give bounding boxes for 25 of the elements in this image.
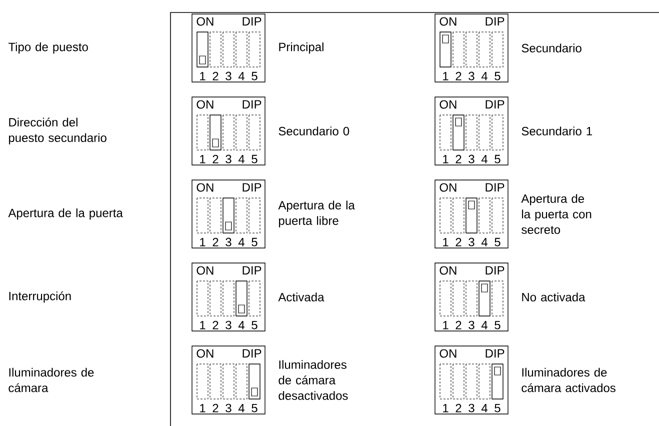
dip-switch: ON DIP 1 2 3 4 5: [434, 96, 508, 166]
setting-label: Secundario 1: [522, 126, 592, 136]
row-label: Iluminadores de cámara: [8, 368, 94, 392]
setting-label: Secundario: [522, 44, 582, 52]
dip-switch: ON DIP 1 2 3 4 5: [434, 14, 508, 82]
setting-label: Activada: [278, 292, 324, 302]
dip-switch: ON DIP 1 2 3 4 5: [192, 262, 266, 332]
setting-label: No activada: [522, 292, 586, 302]
row-label: Tipo de puesto: [8, 42, 88, 54]
row-label: Dirección del puesto secundario: [8, 118, 106, 144]
setting-label: Principal: [279, 42, 324, 54]
row-label: Apertura de la puerta: [8, 208, 123, 220]
setting-label: Secundario 0: [278, 126, 350, 136]
setting-label: Iluminadores de cámara desactivados: [278, 360, 348, 400]
setting-label: Apertura de la puerta con secreto: [521, 194, 592, 234]
setting-label: Apertura de la puerta libre: [278, 200, 355, 228]
dip-switch: ON DIP 1 2 3 4 5: [192, 14, 266, 82]
setting-label: Iluminadores de cámara activados: [522, 368, 616, 392]
dip-switch: ON DIP 1 2 3 4 5: [192, 96, 266, 166]
dip-switch: ON DIP 1 2 3 4 5: [434, 180, 508, 248]
dip-switch: ON DIP 1 2 3 4 5: [434, 262, 508, 332]
dip-switch: ON DIP 1 2 3 4 5: [434, 346, 508, 414]
row-label: Interrupción: [9, 291, 71, 303]
dip-switch: ON DIP 1 2 3 4 5: [192, 180, 266, 248]
dip-switch: ON DIP 1 2 3 4 5: [192, 346, 266, 414]
